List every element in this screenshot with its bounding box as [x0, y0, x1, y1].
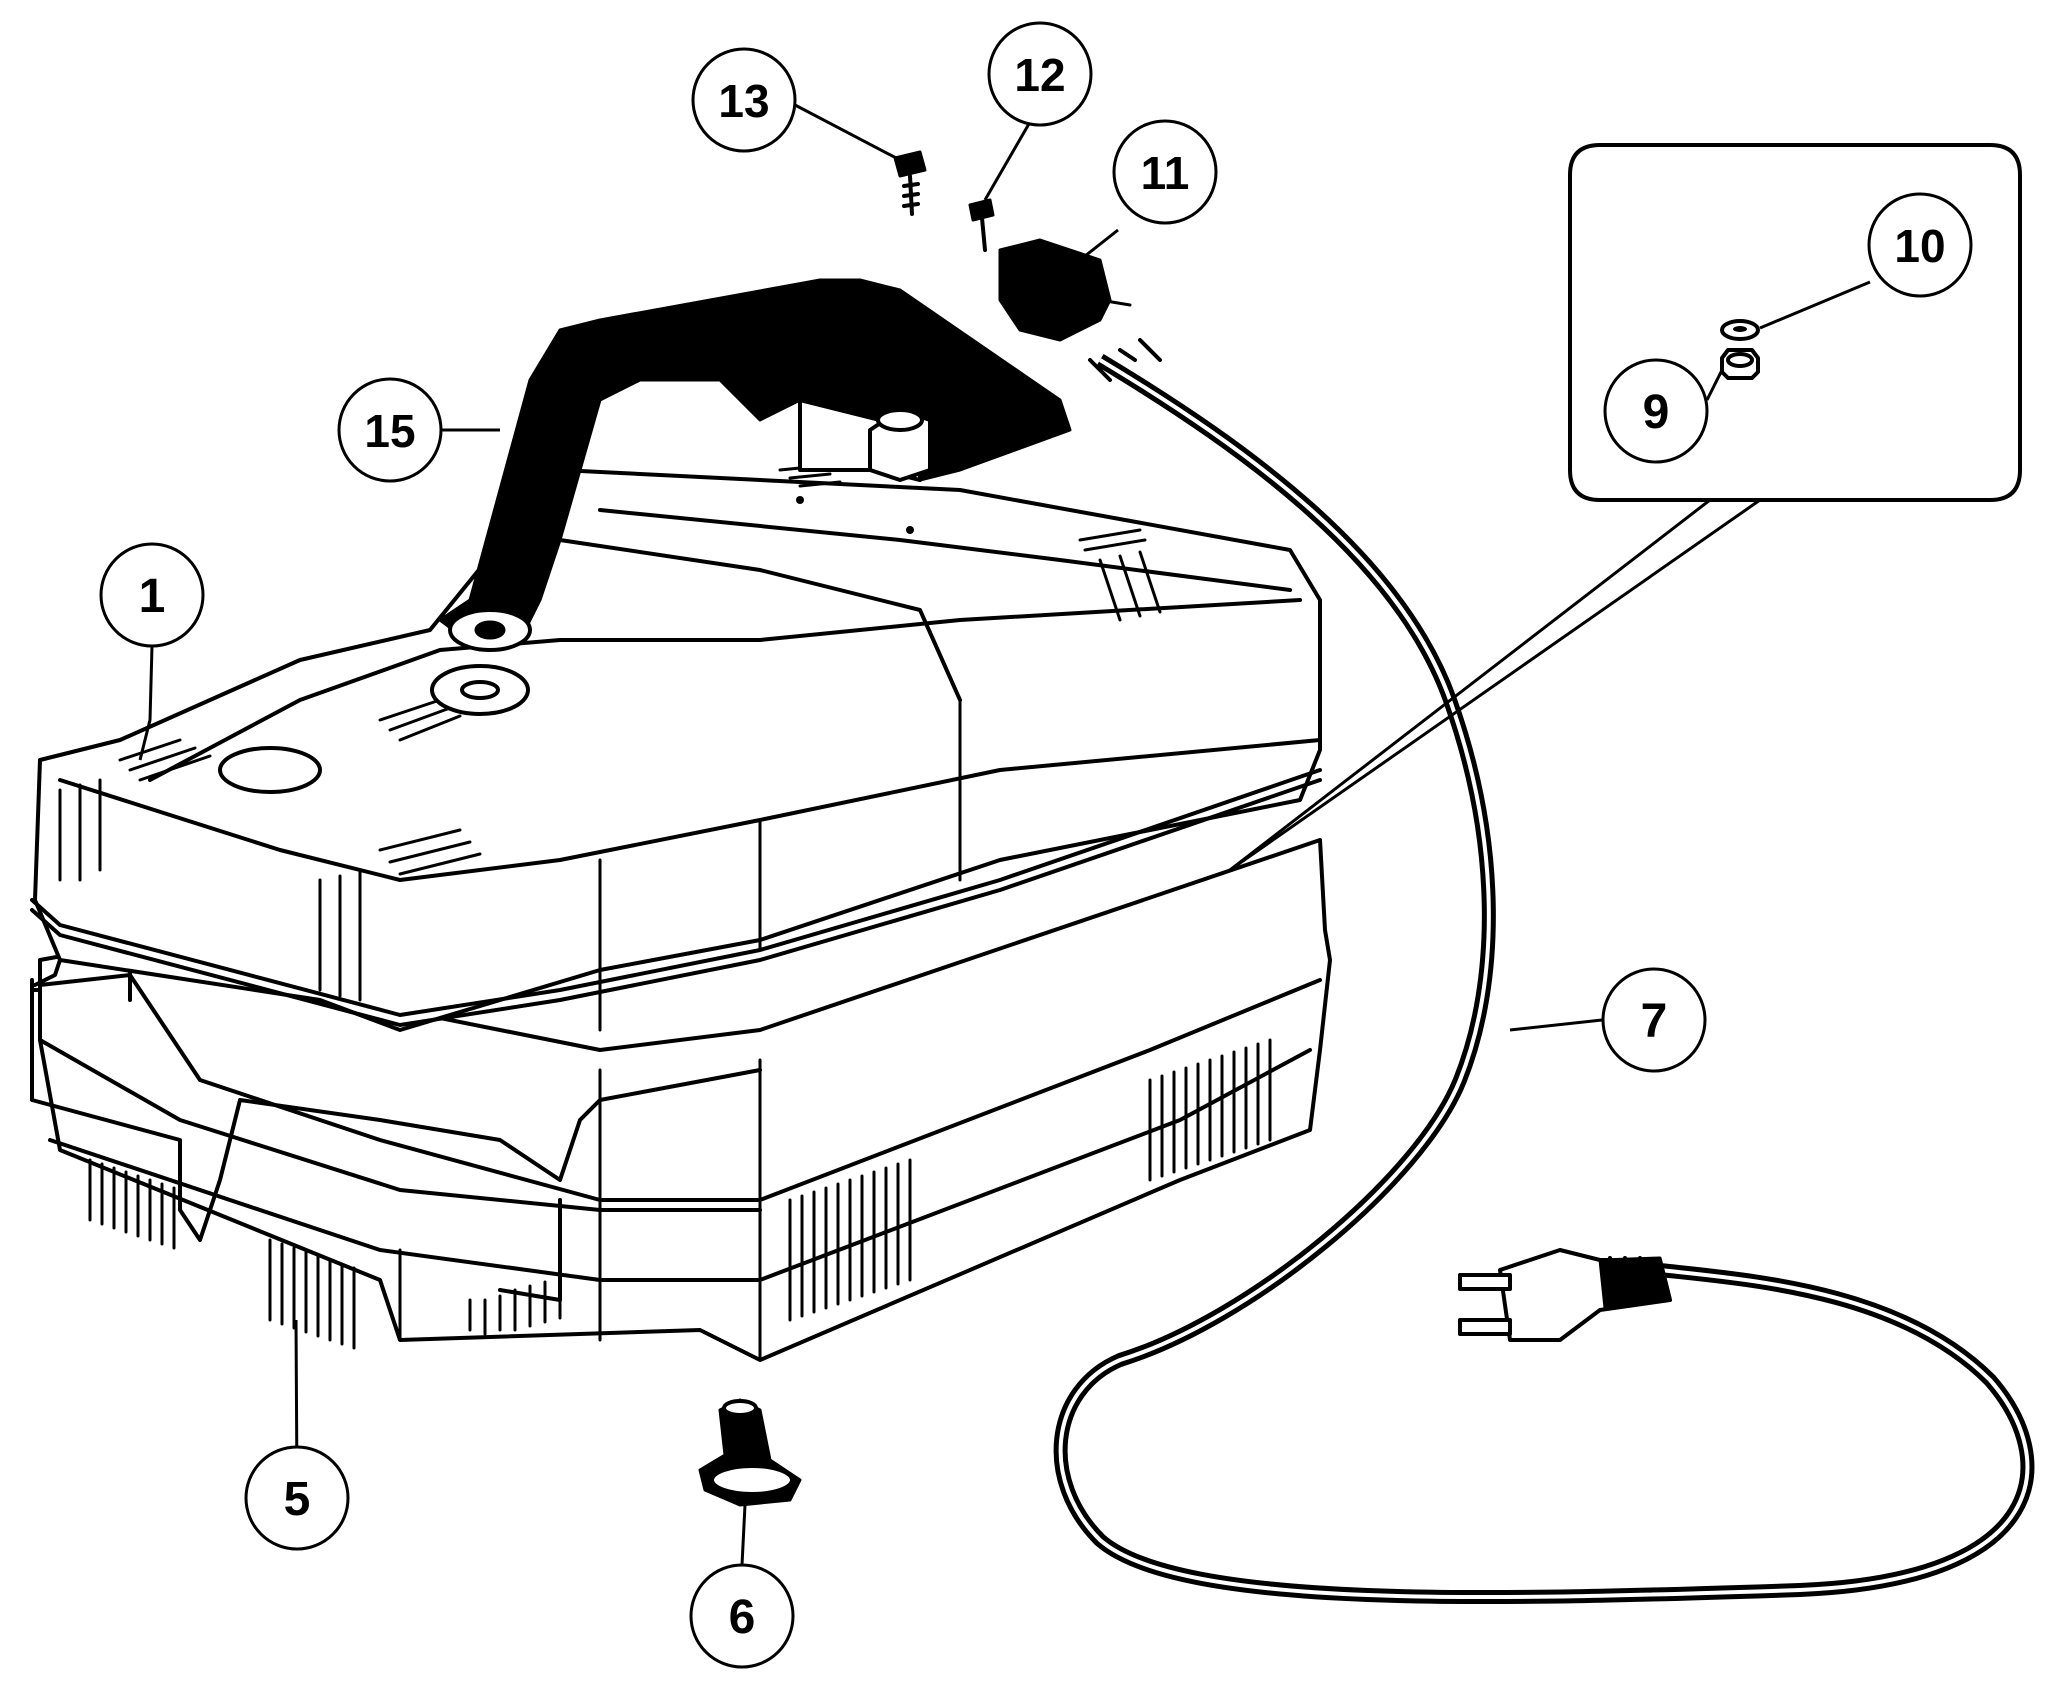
handle — [438, 278, 1072, 652]
inset-detail — [1229, 143, 2022, 872]
base-tank — [30, 838, 1332, 1362]
power-cable — [1053, 338, 2035, 1605]
callout-15: 15 — [337, 377, 443, 483]
leader-12 — [983, 121, 1032, 201]
plug — [1458, 1248, 1672, 1342]
callout-13-label: 13 — [718, 75, 769, 127]
vent-slots — [88, 1038, 1272, 1350]
leader-9 — [1705, 369, 1724, 401]
leader-11 — [1079, 228, 1119, 262]
leader-1 — [138, 645, 154, 761]
callout-10-label: 10 — [1894, 220, 1945, 272]
callout-9: 9 — [1603, 358, 1709, 464]
top-cover — [30, 464, 1322, 1032]
callout-13: 13 — [691, 47, 797, 153]
leader-10 — [1759, 280, 1871, 330]
screw-13 — [893, 150, 927, 216]
leader-6 — [740, 1504, 747, 1566]
switch — [998, 238, 1132, 342]
callout-6-label: 6 — [729, 1591, 756, 1644]
callouts: 1 5 6 7 9 10 11 12 — [99, 21, 1973, 1669]
callout-12: 12 — [987, 21, 1093, 127]
leader-13 — [794, 103, 901, 162]
foot — [698, 1398, 802, 1507]
callout-7: 7 — [1601, 967, 1707, 1073]
callout-5-label: 5 — [284, 1473, 311, 1526]
callout-15-label: 15 — [364, 405, 415, 457]
screw-12 — [968, 198, 995, 252]
callout-1-label: 1 — [139, 570, 166, 623]
callout-11-label: 11 — [1141, 147, 1190, 199]
callout-11: 11 — [1112, 119, 1218, 225]
leader-7 — [1509, 1018, 1603, 1032]
callout-12-label: 12 — [1014, 49, 1065, 101]
callout-5: 5 — [244, 1445, 350, 1551]
callout-10: 10 — [1867, 192, 1973, 298]
callout-6: 6 — [689, 1563, 795, 1669]
callout-7-label: 7 — [1641, 995, 1668, 1048]
callout-9-label: 9 — [1643, 386, 1670, 439]
callout-1: 1 — [99, 542, 205, 648]
